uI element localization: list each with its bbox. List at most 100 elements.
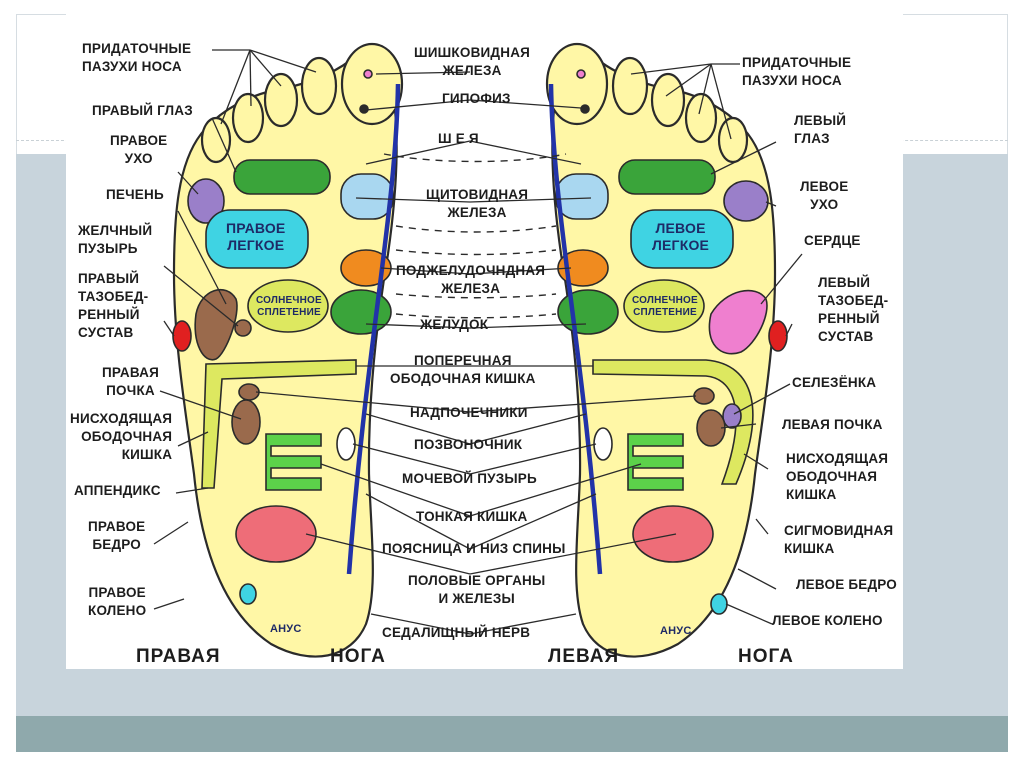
right-genitals-zone <box>235 505 317 563</box>
label-right-hip-joint: ПРАВЫЙ ТАЗОБЕД- РЕННЫЙ СУСТАВ <box>78 271 149 340</box>
left-pituitary-zone <box>580 104 590 114</box>
zone-dividers <box>383 153 567 319</box>
left-adrenal-zone <box>693 387 715 405</box>
right-toe-2 <box>300 56 338 116</box>
right-toe-3 <box>263 72 299 128</box>
right-ear-zone <box>187 178 225 224</box>
label-liver: ПЕЧЕНЬ <box>106 187 164 202</box>
label-right-lung: ПРАВОЕ ЛЕГКОЕ <box>226 220 286 253</box>
label-right-eye: ПРАВЫЙ ГЛАЗ <box>92 103 193 118</box>
label-sinuses-right-foot: ПРИДАТОЧНЫЕ ПАЗУХИ НОСА <box>82 41 192 74</box>
right-knee-zone <box>239 583 257 605</box>
left-spleen-zone <box>722 403 742 429</box>
right-liver-zone <box>194 288 238 361</box>
right-eye-zone <box>233 159 331 195</box>
label-right-knee: ПРАВОЕ КОЛЕНО <box>88 585 147 618</box>
label-neck: Ш Е Я <box>438 131 479 146</box>
foot-reflexology-chart: ПРИДАТОЧНЫЕ ПАЗУХИ НОСА ШИШКОВИДНАЯ ЖЕЛЕ… <box>66 14 903 669</box>
left-small-intestine-zone <box>627 433 684 491</box>
right-stomach-zone <box>330 289 392 335</box>
label-solar-plexus-right: СОЛНЕЧНОЕ СПЛЕТЕНИЕ <box>256 295 322 318</box>
label-heart: СЕРДЦЕ <box>804 233 861 248</box>
right-kidney-zone <box>231 399 261 445</box>
left-stomach-zone <box>557 289 619 335</box>
label-appendix: АППЕНДИКС <box>74 483 161 498</box>
label-left-knee: ЛЕВОЕ КОЛЕНО <box>772 613 883 628</box>
label-solar-plexus-left: СОЛНЕЧНОЕ СПЛЕТЕНИЕ <box>632 295 698 318</box>
left-toe-2 <box>611 56 649 116</box>
left-toe-3 <box>650 72 686 128</box>
label-right-ear: ПРАВОЕ УХО <box>110 133 168 166</box>
label-gallbladder: ЖЕЛЧНЫЙ ПУЗЫРЬ <box>78 223 153 256</box>
label-sinuses-left-foot: ПРИДАТОЧНЫЕ ПАЗУХИ НОСА <box>742 55 852 88</box>
label-small-intestine: ТОНКАЯ КИШКА <box>416 509 528 524</box>
right-hip-zone <box>172 320 192 352</box>
label-left-eye: ЛЕВЫЙ ГЛАЗ <box>794 113 847 146</box>
label-anus-right: АНУС <box>270 623 302 635</box>
label-sciatic-nerve: СЕДАЛИЩНЫЙ НЕРВ <box>382 625 531 640</box>
left-thyroid-zone <box>555 173 609 220</box>
left-organs <box>548 69 788 615</box>
label-left-thigh: ЛЕВОЕ БЕДРО <box>796 577 897 592</box>
label-anus-left: АНУС <box>660 625 692 637</box>
right-pancreas-zone <box>340 249 392 287</box>
footer-right-word1: ПРАВАЯ <box>136 646 221 667</box>
right-thyroid-zone <box>340 173 394 220</box>
footer-band <box>16 716 1008 752</box>
label-transverse-colon: ПОПЕРЕЧНАЯ ОБОДОЧНАЯ КИШКА <box>390 353 536 386</box>
left-ear-zone <box>723 180 769 222</box>
right-pituitary-zone <box>359 104 369 114</box>
right-toe-5 <box>200 116 232 164</box>
label-lower-back: ПОЯСНИЦА И НИЗ СПИНЫ <box>382 541 566 556</box>
right-big-toe <box>340 42 404 126</box>
label-right-kidney: ПРАВАЯ ПОЧКА <box>102 365 159 398</box>
left-knee-zone <box>710 593 728 615</box>
left-lung-zone <box>630 209 734 269</box>
left-big-toe <box>545 42 609 126</box>
label-left-kidney: ЛЕВАЯ ПОЧКА <box>782 417 883 432</box>
left-colon-zone <box>592 359 754 485</box>
left-toe-5 <box>717 116 749 164</box>
left-bladder-zone <box>593 427 613 461</box>
right-pineal-zone <box>363 69 373 79</box>
label-left-lung: ЛЕВОЕ ЛЕГКОЕ <box>652 220 710 253</box>
left-solar-plexus-zone <box>623 279 705 333</box>
left-heart-zone <box>708 289 768 355</box>
footer-left-word1: ЛЕВАЯ <box>548 646 620 667</box>
label-spine: ПОЗВОНОЧНИК <box>414 437 523 452</box>
right-gallbladder-zone <box>234 319 252 337</box>
feet-drawing <box>153 42 803 658</box>
right-bladder-zone <box>336 427 356 461</box>
label-thyroid: ЩИТОВИДНАЯ ЖЕЛЕЗА <box>426 187 529 220</box>
right-colon-zone <box>201 359 357 489</box>
right-toe-4 <box>231 92 265 144</box>
left-pancreas-zone <box>557 249 609 287</box>
left-spine-line <box>548 83 603 575</box>
label-pancreas: ПОДЖЕЛУДОЧНДНАЯ ЖЕЛЕЗА <box>396 263 546 296</box>
label-pituitary: ГИПОФИЗ <box>442 91 511 106</box>
label-adrenals: НАДПОЧЕЧНИКИ <box>410 405 528 420</box>
label-descending-colon-right: НИСХОДЯЩАЯ ОБОДОЧНАЯ КИШКА <box>70 411 173 462</box>
right-solar-plexus-zone <box>247 279 329 333</box>
label-spleen: СЕЛЕЗЁНКА <box>792 375 877 390</box>
leader-lines <box>153 49 803 635</box>
left-pineal-zone <box>576 69 586 79</box>
label-descending-colon-left: НИСХОДЯЩАЯ ОБОДОЧНАЯ КИШКА <box>786 451 889 502</box>
right-organs <box>172 69 401 605</box>
left-hip-zone <box>768 320 788 352</box>
right-small-intestine-zone <box>265 433 322 491</box>
right-spine-line <box>346 83 401 575</box>
label-right-thigh: ПРАВОЕ БЕДРО <box>88 519 146 552</box>
label-bladder: МОЧЕВОЙ ПУЗЫРЬ <box>402 471 537 486</box>
footer-right-word2: НОГА <box>330 646 386 667</box>
left-kidney-zone <box>696 409 726 447</box>
label-sigmoid-colon: СИГМОВИДНАЯ КИШКА <box>784 523 894 556</box>
label-left-ear: ЛЕВОЕ УХО <box>800 179 849 212</box>
label-left-hip-joint: ЛЕВЫЙ ТАЗОБЕД- РЕННЫЙ СУСТАВ <box>818 275 889 344</box>
label-pineal-gland: ШИШКОВИДНАЯ ЖЕЛЕЗА <box>414 45 531 78</box>
footer-left-word2: НОГА <box>738 646 794 667</box>
right-lung-zone <box>205 209 309 269</box>
left-eye-zone <box>618 159 716 195</box>
label-genitals: ПОЛОВЫЕ ОРГАНЫ И ЖЕЛЕЗЫ <box>408 573 546 606</box>
label-stomach: ЖЕЛУДОК <box>420 317 489 332</box>
